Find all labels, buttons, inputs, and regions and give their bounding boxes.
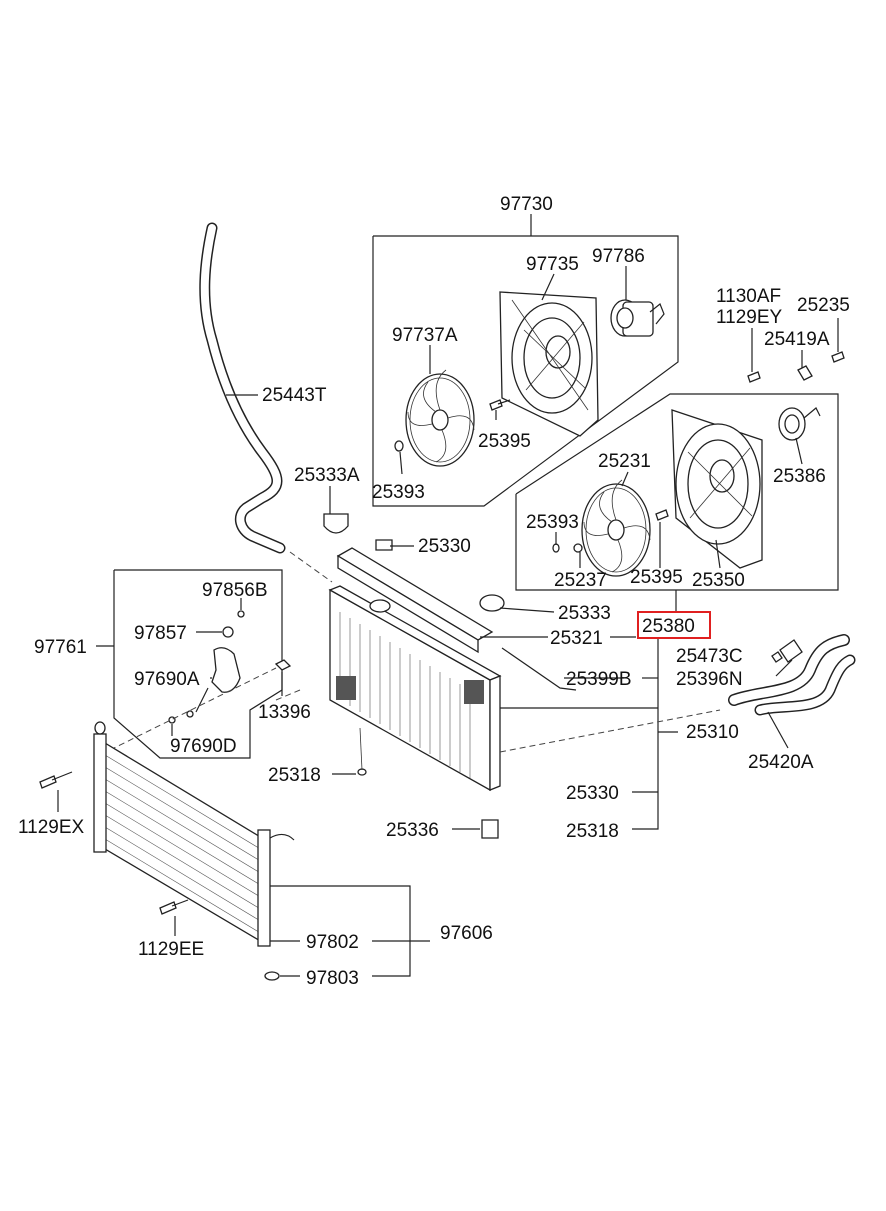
label-97737A: 97737A (392, 325, 458, 346)
label-97690A: 97690A (134, 669, 200, 690)
part-labels: 97730 97735 97786 97737A 25395 25393 254… (18, 194, 850, 989)
fan-shroud-icon (499, 291, 599, 437)
label-25333: 25333 (558, 603, 611, 624)
label-25419A: 25419A (764, 329, 830, 350)
label-25443T: 25443T (262, 385, 327, 406)
radiator-icon (323, 513, 577, 839)
label-25350: 25350 (692, 570, 745, 591)
fan-motor-icon (778, 407, 821, 441)
label-97786: 97786 (592, 246, 645, 267)
label-97730: 97730 (500, 194, 553, 215)
label-1130AF: 1130AF (716, 286, 781, 307)
label-97735: 97735 (526, 254, 579, 275)
fan-blade-icon (405, 369, 475, 467)
fan-group-box-bottom (515, 393, 839, 612)
label-97803: 97803 (306, 968, 359, 989)
bolt-icon (552, 351, 845, 553)
label-25393-bottom: 25393 (526, 512, 579, 533)
label-1129EE: 1129EE (138, 939, 204, 960)
label-97690D: 97690D (170, 736, 237, 757)
label-25395-bottom: 25395 (630, 567, 683, 588)
label-25395-top: 25395 (478, 431, 531, 452)
label-25380: 25380 (642, 616, 695, 637)
condenser-icon (39, 721, 295, 981)
label-25237: 25237 (554, 570, 607, 591)
label-25321: 25321 (550, 628, 603, 649)
label-25333A: 25333A (294, 465, 360, 486)
label-97802: 97802 (306, 932, 359, 953)
label-25330-top: 25330 (418, 536, 471, 557)
label-97856B: 97856B (202, 580, 268, 601)
fan-motor-icon (610, 299, 665, 337)
label-25235: 25235 (797, 295, 850, 316)
highlight-box-25380 (637, 611, 711, 639)
label-25396N: 25396N (676, 669, 743, 690)
label-97606: 97606 (440, 923, 493, 944)
bolt-icon (394, 399, 511, 452)
label-25231: 25231 (598, 451, 651, 472)
label-25399B: 25399B (566, 669, 632, 690)
bracket-97606 (270, 885, 430, 977)
bracket-box-97761 (96, 569, 292, 759)
label-1129EY: 1129EY (716, 307, 783, 328)
bracket-25380 (275, 637, 721, 830)
label-25310: 25310 (686, 722, 739, 743)
label-25420A: 25420A (748, 752, 814, 773)
label-13396: 13396 (258, 702, 311, 723)
fan-blade-icon (581, 479, 651, 577)
label-25473C: 25473C (676, 646, 743, 667)
label-25393-top: 25393 (372, 482, 425, 503)
hose-icon (199, 222, 333, 583)
label-25318-right: 25318 (566, 821, 619, 842)
label-97761: 97761 (34, 637, 87, 658)
hose-icon (728, 634, 856, 749)
label-97857: 97857 (134, 623, 187, 644)
label-25318-left: 25318 (268, 765, 321, 786)
label-1129EX: 1129EX (18, 817, 85, 838)
label-25336: 25336 (386, 820, 439, 841)
label-25330-bottom: 25330 (566, 783, 619, 804)
label-25386: 25386 (773, 466, 826, 487)
fan-shroud-icon (671, 409, 763, 569)
